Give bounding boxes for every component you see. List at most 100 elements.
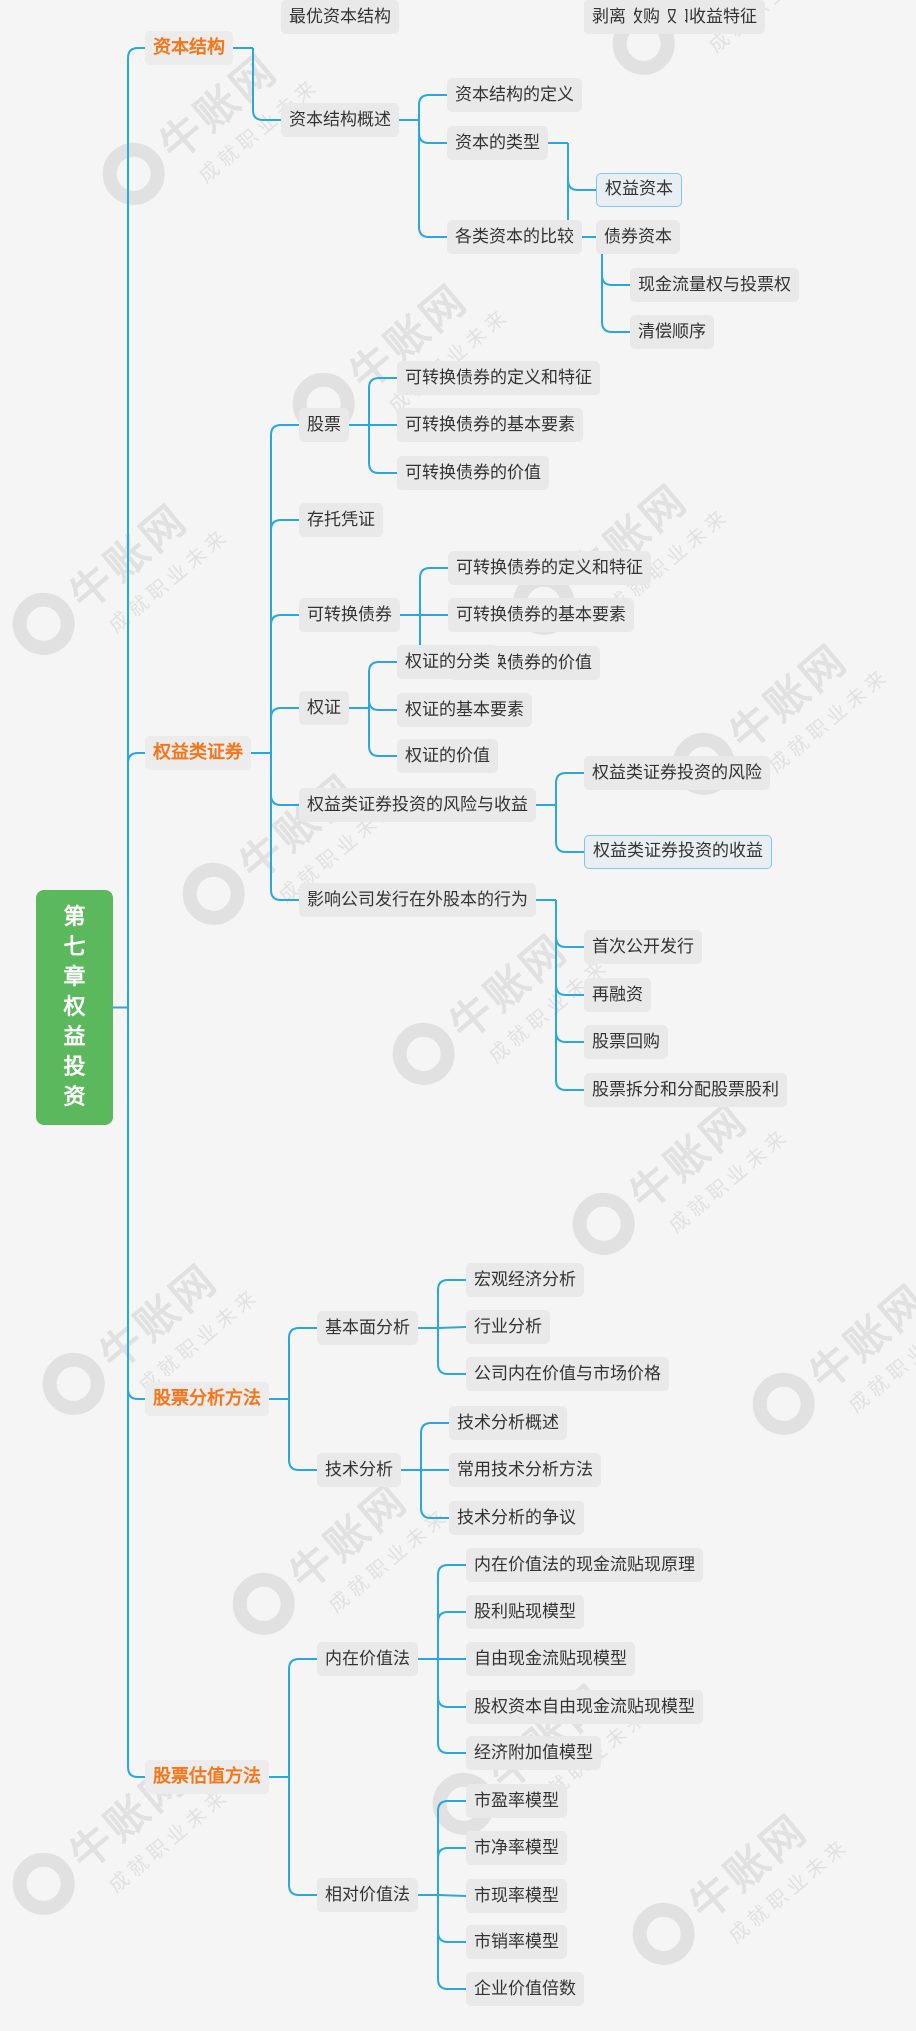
subtopic[interactable]: 常用技术分析方法 [449, 1453, 601, 1487]
subtopic[interactable]: 自由现金流贴现模型 [466, 1642, 635, 1676]
subtopic[interactable]: 债券资本 [596, 220, 680, 254]
subtopic[interactable]: 现金流量权与投票权 [630, 268, 799, 302]
branch-topic[interactable]: 股票估值方法 [145, 1760, 269, 1794]
subtopic[interactable]: 市净率模型 [466, 1831, 567, 1865]
subtopic[interactable]: 相对价值法 [317, 1878, 418, 1912]
connector-line [418, 120, 447, 144]
watermark-logo-icon [380, 1010, 468, 1098]
watermark-logo-icon [560, 1180, 648, 1268]
connector-line [437, 1659, 466, 1708]
subtopic[interactable]: 股票 [299, 408, 349, 442]
branch-topic[interactable]: 股票分析方法 [145, 1382, 269, 1416]
subtopic[interactable]: 技术分析概述 [449, 1406, 567, 1440]
root-topic[interactable]: 第七章权益投资 [36, 890, 113, 1125]
connector-line [437, 1895, 466, 1990]
subtopic[interactable]: 影响公司发行在外股本的行为 [299, 883, 536, 917]
watermark-logo-icon [0, 580, 88, 668]
watermark-logo-icon [0, 1840, 88, 1928]
subtopic[interactable]: 股权资本自由现金流贴现模型 [466, 1690, 703, 1724]
connector-line [288, 1399, 317, 1471]
subtopic[interactable]: 技术分析的争议 [449, 1501, 584, 1535]
subtopic[interactable]: 可转换债券 [299, 598, 400, 632]
subtopic[interactable]: 首次公开发行 [584, 930, 702, 964]
connector-line [437, 1659, 466, 1754]
subtopic[interactable]: 市销率模型 [466, 1925, 567, 1959]
subtopic[interactable]: 存托凭证 [299, 503, 383, 537]
connector-line [270, 753, 299, 806]
connector-line [270, 519, 299, 753]
subtopic[interactable]: 内在价值法 [317, 1642, 418, 1676]
subtopic[interactable]: 可转换债券的定义和特征 [448, 551, 651, 585]
subtopic[interactable]: 权证的价值 [397, 739, 498, 773]
subtopic[interactable]: 股票回购 [584, 1025, 668, 1059]
connector-line [270, 707, 299, 753]
subtopic[interactable]: 权益类证券投资的收益 [584, 835, 772, 869]
subtopic[interactable]: 股票拆分和分配股票股利 [584, 1073, 787, 1107]
subtopic[interactable]: 权证的基本要素 [397, 693, 532, 727]
subtopic[interactable]: 可转换债券的基本要素 [448, 598, 634, 632]
subtopic[interactable]: 企业价值倍数 [466, 1972, 584, 2006]
subtopic[interactable]: 公司内在价值与市场价格 [466, 1357, 669, 1391]
subtopic[interactable]: 市现率模型 [466, 1879, 567, 1913]
connector-line [555, 900, 584, 1091]
connector-line [270, 753, 299, 901]
connector-line [368, 699, 397, 711]
connector-line [368, 708, 397, 757]
subtopic[interactable]: 权证的分类 [397, 645, 498, 679]
root-topic-label: 第七章权益投资 [63, 904, 86, 1110]
subtopic[interactable]: 权益资本 [596, 173, 682, 207]
watermark: 牛账网成就职业未来 [620, 1796, 854, 1978]
subtopic[interactable]: 再融资 [584, 978, 651, 1012]
subtopic[interactable]: 最优资本结构 [281, 0, 399, 34]
subtopic[interactable]: 清偿顺序 [630, 315, 714, 349]
subtopic[interactable]: 权证 [299, 691, 349, 725]
subtopic[interactable]: 经济附加值模型 [466, 1736, 601, 1770]
watermark-logo-icon [220, 1560, 308, 1648]
connector-line [288, 1777, 317, 1896]
subtopic[interactable]: 剥离 [584, 0, 634, 34]
subtopic[interactable]: 宏观经济分析 [466, 1263, 584, 1297]
connector-line [288, 1658, 317, 1777]
connector-line [368, 377, 397, 425]
subtopic[interactable]: 各类资本的比较 [447, 220, 582, 254]
connector-line [437, 1328, 466, 1375]
subtopic[interactable]: 资本结构概述 [281, 103, 399, 137]
branch-topic[interactable]: 资本结构 [145, 31, 233, 65]
connector-line [127, 47, 145, 1008]
subtopic[interactable]: 可转换债券的价值 [397, 456, 549, 490]
connector-line [419, 567, 448, 615]
connector-line [437, 1611, 466, 1659]
subtopic[interactable]: 行业分析 [466, 1310, 550, 1344]
connector-line [418, 94, 447, 120]
subtopic[interactable]: 权益类证券投资的风险 [584, 756, 770, 790]
connector-line [420, 1470, 449, 1519]
subtopic[interactable]: 可转换债券的基本要素 [397, 408, 583, 442]
connector-line [127, 1007, 145, 1778]
subtopic[interactable]: 基本面分析 [317, 1311, 418, 1345]
subtopic[interactable]: 股利贴现模型 [466, 1595, 584, 1629]
connector-line [567, 143, 596, 191]
watermark-logo-icon [740, 1360, 828, 1448]
watermark: 牛账网成就职业未来 [0, 486, 234, 668]
connector-line [437, 1847, 466, 1895]
branch-topic[interactable]: 权益类证券 [145, 736, 251, 770]
connector-line [127, 1007, 145, 1400]
connector-line [418, 120, 447, 238]
subtopic[interactable]: 内在价值法的现金流贴现原理 [466, 1548, 703, 1582]
subtopic[interactable]: 权益类证券投资的风险与收益 [299, 788, 536, 822]
connector-line [368, 425, 397, 474]
subtopic[interactable]: 技术分析 [317, 1453, 401, 1487]
subtopic[interactable]: 可转换债券的定义和特征 [397, 361, 600, 395]
connector-line [437, 1894, 467, 1897]
connector-line [127, 752, 145, 1008]
connector-line [288, 1327, 317, 1399]
connector-line [555, 900, 584, 996]
watermark-logo-icon [90, 130, 178, 218]
connector-line [252, 48, 281, 121]
subtopic[interactable]: 资本结构的定义 [447, 78, 582, 112]
subtopic[interactable]: 市盈率模型 [466, 1784, 567, 1818]
watermark: 牛账网成就职业未来 [560, 1086, 794, 1268]
subtopic[interactable]: 资本的类型 [447, 126, 548, 160]
